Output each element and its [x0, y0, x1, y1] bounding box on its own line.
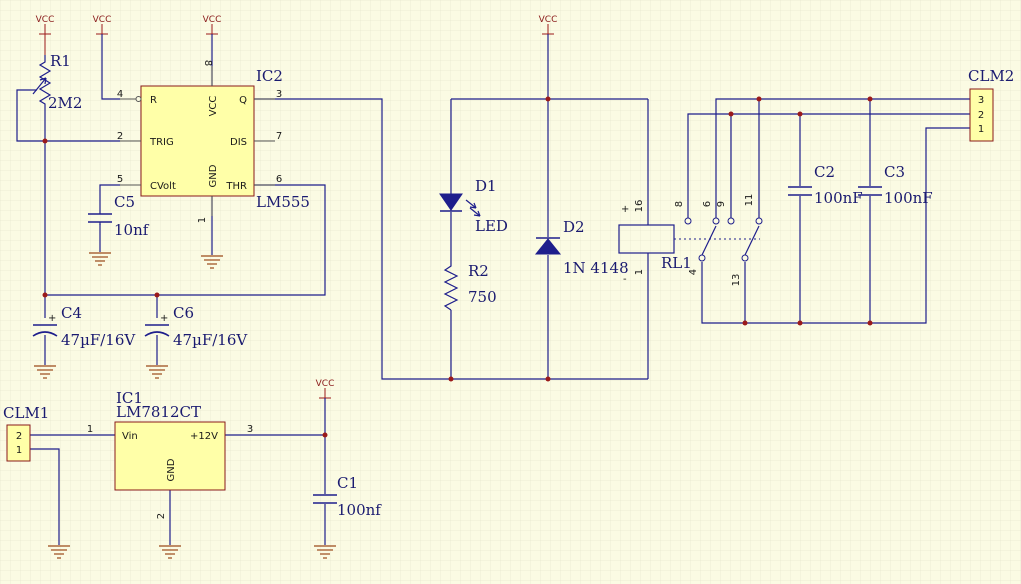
d2-ref: D2	[563, 218, 585, 236]
clm1-ref: CLM1	[3, 404, 49, 422]
ic2-pin-label: R	[150, 95, 157, 106]
rl1-pin-number: 16	[634, 200, 645, 213]
ic2-lm555[interactable]: 4 2 5 3 7 6 8 1 R TRIG CVolt Q DIS THR V…	[117, 60, 310, 223]
d1-led[interactable]: D1 LED	[439, 177, 508, 235]
ic1-pin-number: 3	[247, 424, 253, 435]
ic2-pin-label: VCC	[208, 96, 219, 117]
c2-capacitor[interactable]: C2 100nF	[788, 163, 863, 207]
c3-ref: C3	[884, 163, 905, 181]
wires	[16, 34, 970, 545]
rl1-relay[interactable]: + - 16 1 8 6 9 11 4 13 RL1	[618, 194, 763, 287]
c2-ref: C2	[814, 163, 835, 181]
ic2-pin-number: 8	[202, 60, 213, 66]
c5-value: 10nf	[114, 221, 150, 239]
ic2-ref: IC2	[256, 67, 283, 85]
ic1-type: LM7812CT	[116, 403, 201, 421]
clm1-pin-number: 1	[16, 445, 22, 456]
c4-ref: C4	[61, 304, 82, 322]
ic2-pin-number: 6	[276, 174, 282, 185]
r1-potentiometer[interactable]: R1 2M2	[30, 52, 82, 112]
vcc-label: VCC	[93, 15, 112, 25]
ic1-pin-number: 1	[87, 424, 93, 435]
rl1-pin-number: 8	[674, 201, 685, 207]
r2-value: 750	[468, 288, 497, 306]
vcc-label: VCC	[36, 15, 55, 25]
c4-capacitor[interactable]: + C4 47µF/16V	[32, 304, 136, 349]
d1-value: LED	[475, 217, 508, 235]
rl1-pin-number: 1	[634, 269, 645, 275]
clm2-pin-number: 3	[978, 95, 984, 106]
vcc-label: VCC	[539, 15, 558, 25]
d1-ref: D1	[475, 177, 497, 195]
c4-value: 47µF/16V	[61, 331, 136, 349]
r1-value: 2M2	[48, 94, 82, 112]
c2-value: 100nF	[814, 189, 863, 207]
c6-ref: C6	[173, 304, 194, 322]
r2-ref: R2	[468, 262, 489, 280]
c1-capacitor[interactable]: C1 100nf	[313, 474, 382, 519]
rl1-pin-number: 4	[688, 269, 699, 275]
r1-ref: R1	[50, 52, 71, 70]
d2-diode[interactable]: D2 1N 4148	[534, 218, 629, 277]
ic2-pin-label: DIS	[230, 137, 247, 148]
ic2-pin-label: GND	[208, 164, 219, 187]
ic2-pin-number: 7	[276, 131, 282, 142]
rl1-pin-number: 13	[731, 274, 742, 287]
clm2-ref: CLM2	[968, 67, 1014, 85]
junctions	[42, 96, 873, 438]
ic1-pin-number: 2	[156, 513, 167, 519]
rl1-pin-number: 6	[702, 201, 713, 207]
c6-value: 47µF/16V	[173, 331, 248, 349]
d2-value: 1N 4148	[563, 259, 629, 277]
c5-capacitor[interactable]: C5 10nf	[88, 193, 150, 239]
ic1-pin-label: Vin	[122, 431, 138, 442]
c6-capacitor[interactable]: + C6 47µF/16V	[144, 304, 248, 349]
svg-text:+: +	[160, 313, 168, 324]
rl1-pin-number: 11	[744, 194, 755, 207]
rl1-minus: -	[623, 274, 627, 285]
svg-text:+: +	[48, 313, 56, 324]
vcc-label: VCC	[203, 15, 222, 25]
vcc-symbol-r1: VCC	[36, 15, 55, 55]
c1-value: 100nf	[337, 501, 382, 519]
r2-resistor[interactable]: R2 750	[443, 262, 497, 311]
c3-value: 100nF	[884, 189, 933, 207]
ic1-pin-label: +12V	[190, 431, 218, 442]
ic2-pin-label: Q	[239, 95, 247, 106]
ic1-regulator[interactable]: 1 3 2 Vin +12V GND IC1 LM7812CT	[87, 389, 253, 519]
c3-capacitor[interactable]: C3 100nF	[858, 163, 933, 207]
ic2-pin-number: 5	[117, 174, 123, 185]
ic2-pin-number: 4	[117, 89, 123, 100]
ic2-pin-label: TRIG	[149, 137, 174, 148]
c1-ref: C1	[337, 474, 358, 492]
ic2-pin-number: 3	[276, 89, 282, 100]
c5-ref: C5	[114, 193, 135, 211]
rl1-ref: RL1	[661, 254, 692, 272]
vcc-label: VCC	[316, 379, 335, 389]
ic2-pin-label: CVolt	[150, 181, 176, 192]
ic2-pin-number: 1	[197, 217, 208, 223]
ic1-pin-label: GND	[166, 458, 177, 481]
ic2-pin-label: THR	[225, 181, 247, 192]
ic2-type: LM555	[256, 193, 310, 211]
clm2-pin-number: 2	[978, 110, 984, 121]
ic2-pin-number: 2	[117, 131, 123, 142]
clm2-pin-number: 1	[978, 124, 984, 135]
clm1-pin-number: 2	[16, 431, 22, 442]
ic1-ref: IC1	[116, 389, 143, 407]
rl1-plus: +	[621, 204, 629, 215]
clm1-connector[interactable]: 2 1 CLM1	[3, 404, 49, 462]
rl1-pin-number: 9	[716, 201, 727, 207]
clm2-connector[interactable]: 3 2 1 CLM2	[968, 67, 1014, 142]
